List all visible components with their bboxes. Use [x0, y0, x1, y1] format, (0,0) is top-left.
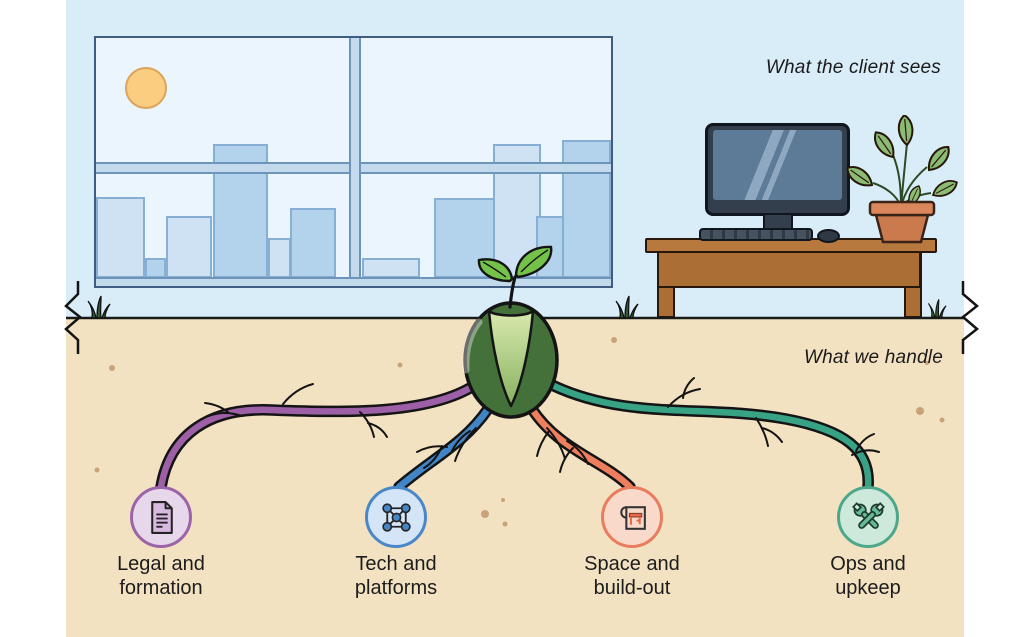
label-line: formation — [119, 577, 203, 599]
building — [290, 208, 336, 278]
keyboard — [699, 228, 813, 241]
window — [94, 36, 613, 288]
label-line: Tech and — [355, 553, 437, 575]
building — [145, 258, 166, 278]
plant-pot — [868, 200, 936, 244]
computer-monitor — [705, 123, 850, 216]
document-icon — [150, 500, 173, 534]
tech-label: Tech and platforms — [316, 552, 476, 600]
building — [562, 140, 611, 278]
desk-apron — [657, 251, 921, 288]
label-line: platforms — [354, 577, 438, 599]
building — [96, 197, 145, 278]
network-icon — [381, 502, 411, 532]
building — [362, 258, 420, 278]
right-break-mark — [961, 281, 979, 354]
legal-label: Legal and formation — [81, 552, 241, 600]
potted-plant — [843, 115, 958, 244]
label-line: upkeep — [835, 577, 901, 599]
ops-node — [837, 486, 899, 548]
sun — [125, 67, 167, 109]
building — [268, 238, 291, 278]
label-line: Space and — [584, 553, 680, 575]
window-sill — [96, 277, 611, 286]
space-node — [601, 486, 663, 548]
window-mullion-vertical — [349, 38, 361, 286]
monitor-screen — [713, 130, 842, 200]
legal-node — [130, 486, 192, 548]
above-ground-title: What the client sees — [765, 57, 941, 78]
label-line: build-out — [593, 577, 671, 599]
tech-node — [365, 486, 427, 548]
mouse — [817, 229, 840, 243]
below-ground-title: What we handle — [803, 347, 943, 368]
wrenches-icon — [851, 501, 885, 529]
space-label: Space and build-out — [552, 552, 712, 600]
ops-label: Ops and upkeep — [788, 552, 948, 600]
blueprint-icon — [619, 505, 646, 530]
label-line: Ops and — [830, 553, 906, 575]
building — [166, 216, 212, 278]
label-line: Legal and — [117, 553, 205, 575]
